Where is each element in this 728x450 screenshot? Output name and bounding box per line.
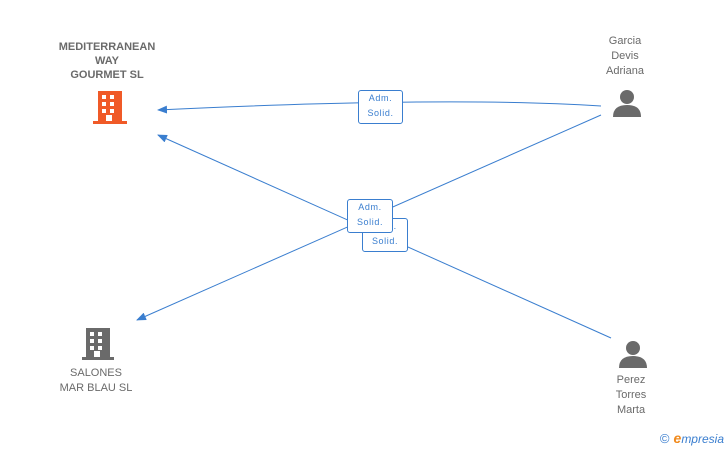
node-label-mediterranean[interactable]: MEDITERRANEAN WAY GOURMET SL [48,40,166,82]
node-label-line: Adriana [606,65,644,77]
edge-garcia-mediterranean [157,101,602,114]
person-icon-perez[interactable] [619,341,647,368]
node-label-line: Devis [611,50,639,62]
node-label-line: Marta [616,404,646,416]
edge-label-line: Solid. [356,217,384,227]
edge-label-line: Solid. [371,236,399,246]
edge-label-garcia-mediterranean[interactable]: Adm. Solid. [358,90,403,124]
node-label-line: Garcia [608,35,642,47]
brand-name: mpresia [681,432,724,446]
node-label-line: MEDITERRANEAN [58,41,156,53]
brand-initial: e [673,430,682,446]
node-label-line: MAR BLAU SL [59,382,133,394]
node-label-line: SALONES [70,367,122,379]
building-icon-mediterranean[interactable] [93,91,127,124]
edge-label-line: Solid. [367,108,394,118]
edge-label-line: Adm. [358,202,382,212]
edge-label-garcia-salones[interactable]: Adm. Solid. [347,199,393,233]
person-icon-garcia[interactable] [613,90,641,117]
copyright-symbol: © [659,431,670,446]
building-icon-salones[interactable] [82,328,114,360]
brand-watermark: ©empresia [660,430,724,446]
node-label-line: Perez [616,374,646,386]
node-label-line: GOURMET SL [70,69,144,81]
node-label-garcia[interactable]: Garcia Devis Adriana [592,34,658,79]
node-label-line: WAY [94,55,120,67]
node-label-line: Torres [615,389,647,401]
edge-label-line: Adm. [368,93,393,103]
node-label-salones[interactable]: SALONES MAR BLAU SL [46,366,146,396]
node-label-perez[interactable]: Perez Torres Marta [598,373,664,418]
